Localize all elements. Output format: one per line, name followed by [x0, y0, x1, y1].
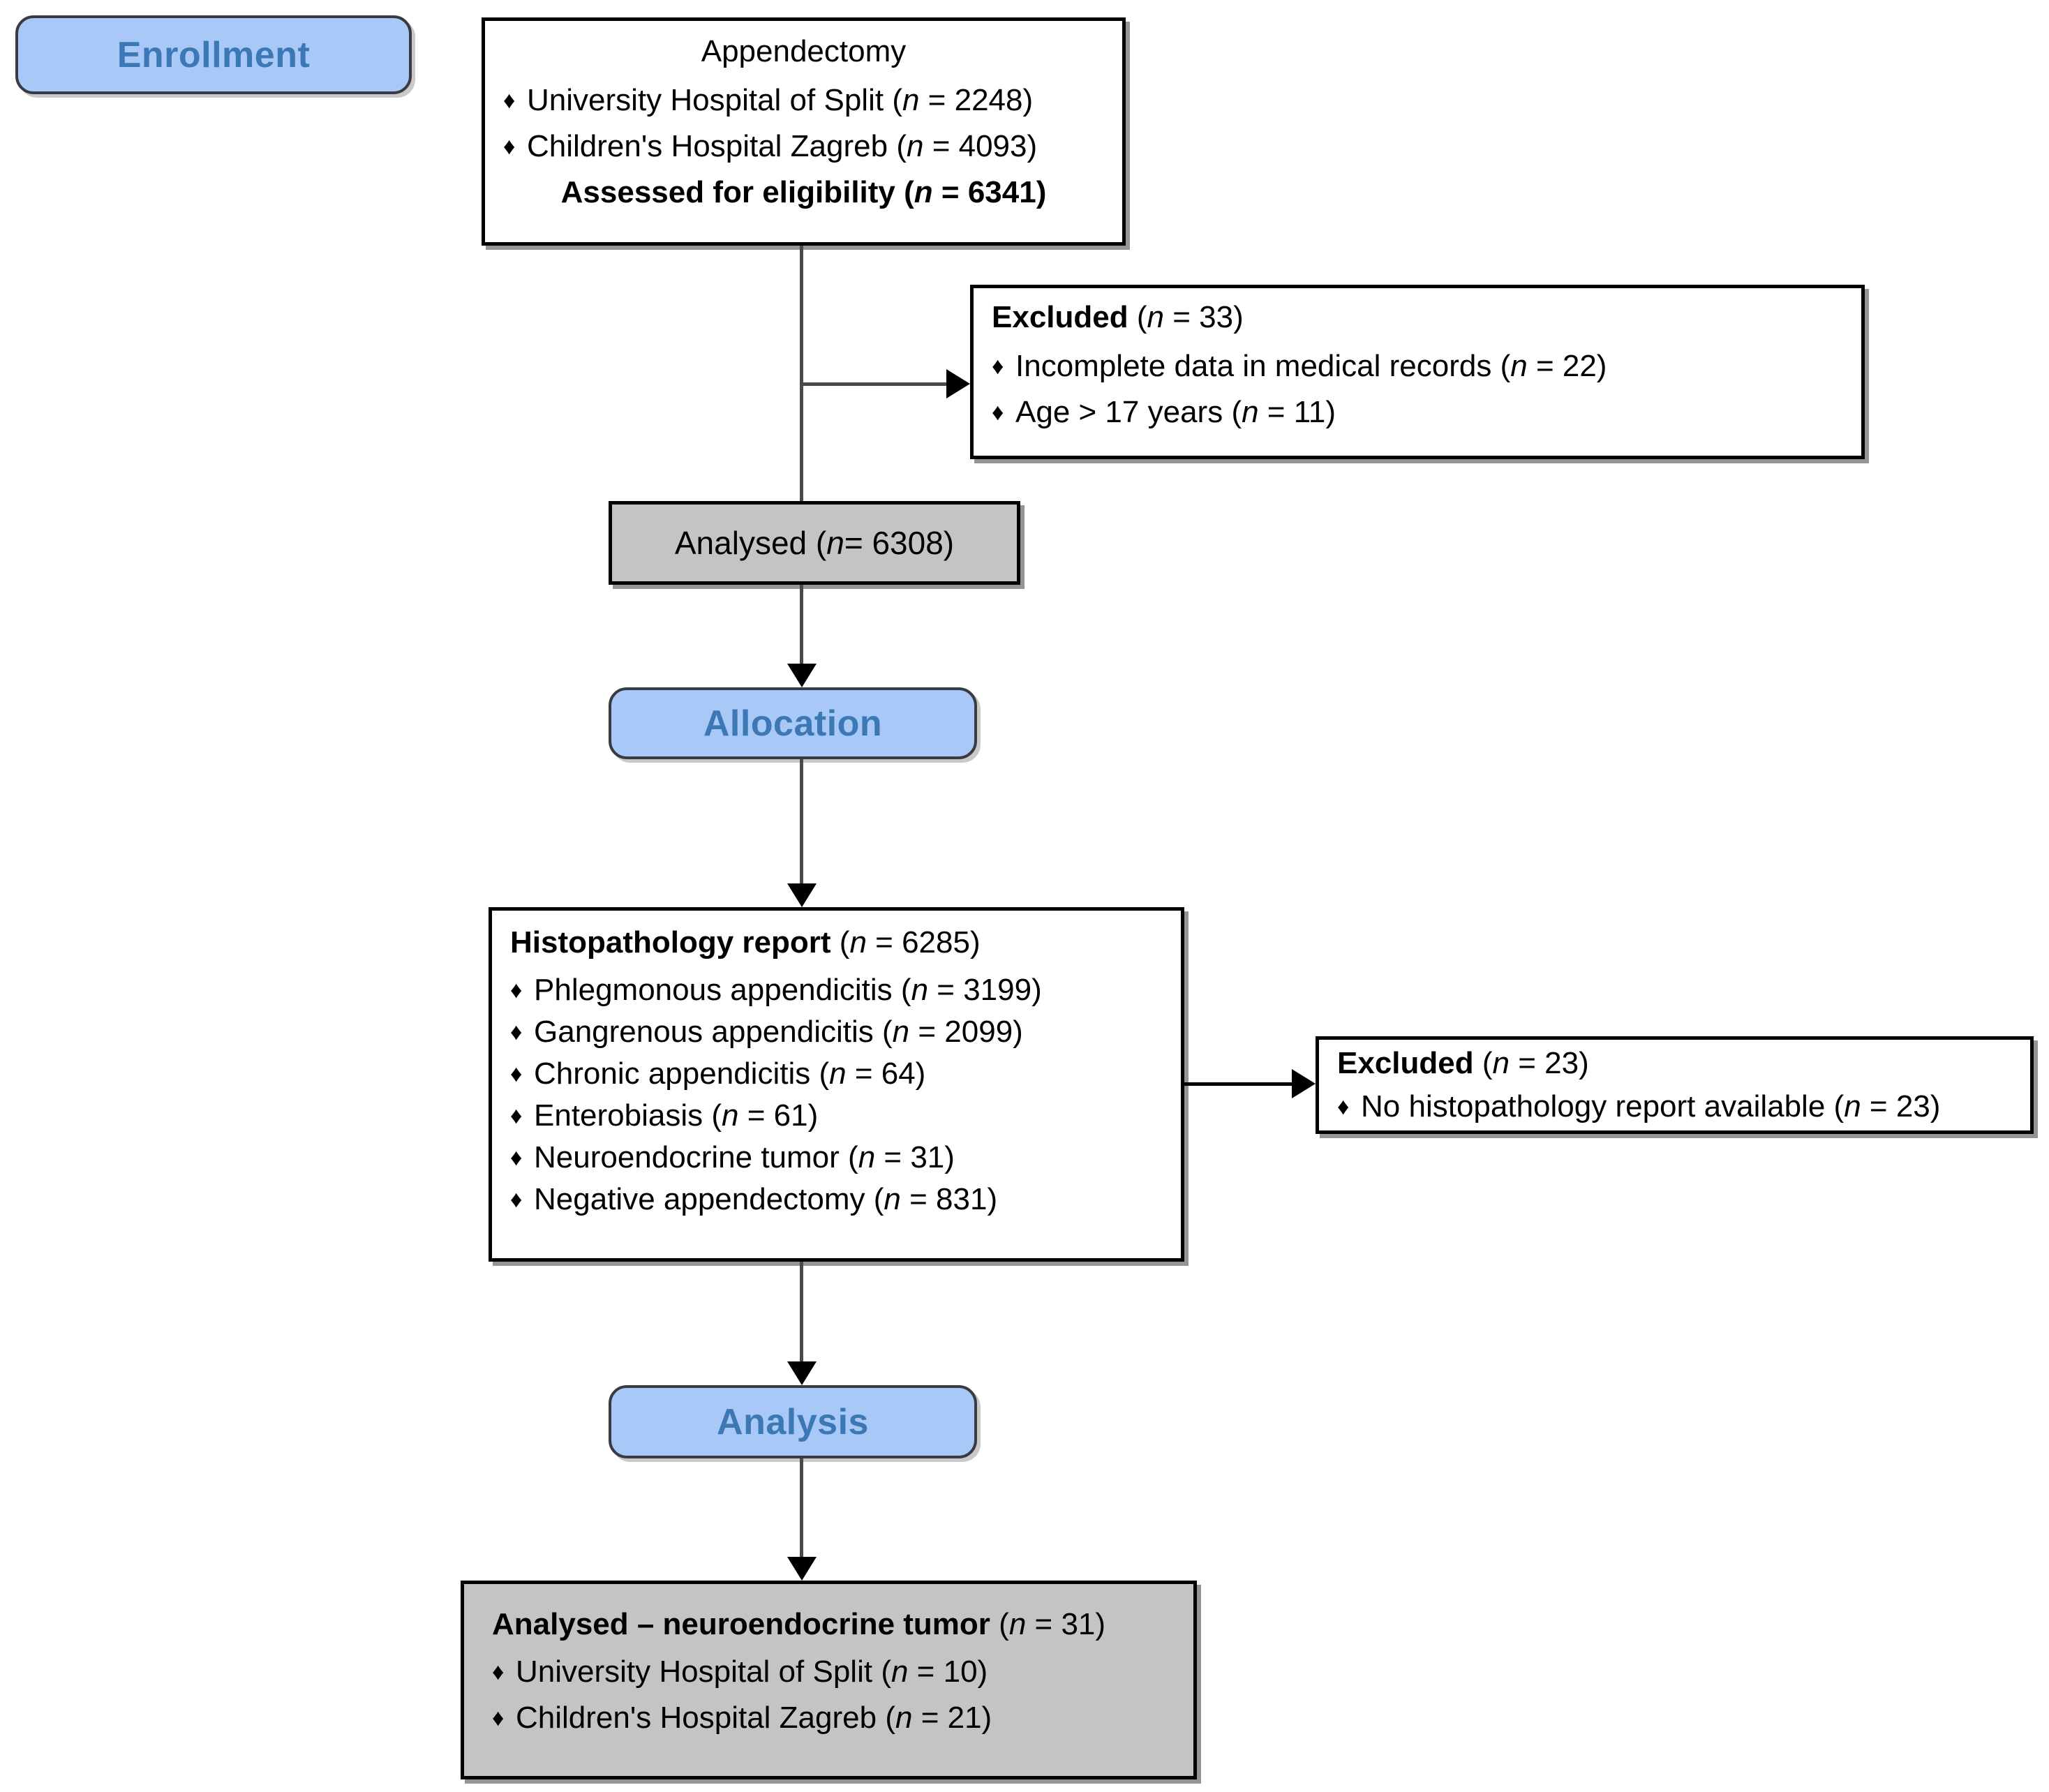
- list-item: ♦ Incomplete data in medical records (n …: [992, 351, 1843, 382]
- bullet-icon: ♦: [492, 1705, 505, 1731]
- connector-histopathology-to-analysis: [800, 1262, 803, 1361]
- list-item-text: Chronic appendicitis (n = 64): [534, 1056, 926, 1091]
- excluded-enrollment-title: Excluded (n = 33): [992, 300, 1244, 334]
- list-item-text: Children's Hospital Zagreb (n = 4093): [527, 129, 1038, 163]
- list-item: ♦ No histopathology report available (n …: [1337, 1091, 2012, 1122]
- list-item-text: Phlegmonous appendicitis (n = 3199): [534, 973, 1042, 1007]
- bullet-icon: ♦: [503, 87, 516, 114]
- list-item: ♦ University Hospital of Split (n = 10): [492, 1657, 1175, 1687]
- arrow-down-icon: [787, 883, 817, 907]
- arrow-right-icon: [1292, 1069, 1316, 1098]
- list-item: ♦ University Hospital of Split (n = 2248…: [503, 85, 1104, 116]
- list-item-text: No histopathology report available (n = …: [1361, 1089, 1941, 1123]
- bullet-icon: ♦: [510, 1186, 523, 1213]
- list-item-text: Enterobiasis (n = 61): [534, 1098, 819, 1133]
- enrollment-box-title: Appendectomy: [701, 34, 907, 68]
- bullet-icon: ♦: [1337, 1093, 1350, 1120]
- list-item-text: Neuroendocrine tumor (n = 31): [534, 1140, 955, 1174]
- list-item: ♦ Children's Hospital Zagreb (n = 21): [492, 1703, 1175, 1733]
- list-item-text: University Hospital of Split (n = 10): [516, 1655, 988, 1689]
- excluded-histopathology-title: Excluded (n = 23): [1337, 1046, 1589, 1080]
- bullet-icon: ♦: [510, 1144, 523, 1171]
- histopathology-title: Histopathology report (n = 6285): [510, 925, 981, 960]
- bullet-icon: ♦: [510, 977, 523, 1003]
- bullet-icon: ♦: [510, 1019, 523, 1045]
- bullet-icon: ♦: [503, 133, 516, 160]
- arrow-down-icon: [787, 664, 817, 687]
- final-analysed-box: Analysed – neuroendocrine tumor (n = 31)…: [461, 1581, 1197, 1779]
- connector-enrollment-to-analysed: [800, 246, 803, 501]
- connector-analysed-to-allocation: [800, 585, 803, 664]
- arrow-down-icon: [787, 1557, 817, 1581]
- connector-analysis-to-final: [800, 1458, 803, 1557]
- connector-to-excluded-histopathology: [1184, 1082, 1292, 1086]
- bullet-icon: ♦: [492, 1659, 505, 1685]
- list-item-text: Gangrenous appendicitis (n = 2099): [534, 1015, 1023, 1049]
- enrollment-box-summary: Assessed for eligibility (n = 6341): [560, 175, 1047, 209]
- stage-badge-analysis[interactable]: Analysis: [609, 1385, 977, 1458]
- final-analysed-title: Analysed – neuroendocrine tumor (n = 31): [492, 1607, 1106, 1641]
- arrow-down-icon: [787, 1361, 817, 1385]
- excluded-histopathology-box: Excluded (n = 23) ♦ No histopathology re…: [1316, 1036, 2034, 1134]
- bullet-icon: ♦: [510, 1061, 523, 1087]
- list-item: ♦ Negative appendectomy (n = 831): [510, 1184, 1163, 1215]
- list-item: ♦ Age > 17 years (n = 11): [992, 397, 1843, 428]
- stage-badge-allocation-label: Allocation: [703, 703, 883, 744]
- stage-badge-enrollment-label: Enrollment: [117, 34, 311, 75]
- list-item: ♦ Phlegmonous appendicitis (n = 3199): [510, 975, 1163, 1006]
- bullet-icon: ♦: [992, 353, 1004, 380]
- stage-badge-analysis-label: Analysis: [717, 1401, 869, 1442]
- stage-badge-allocation[interactable]: Allocation: [609, 687, 977, 759]
- connector-allocation-to-histopathology: [800, 759, 803, 883]
- list-item-text: Negative appendectomy (n = 831): [534, 1182, 998, 1216]
- list-item: ♦ Children's Hospital Zagreb (n = 4093): [503, 131, 1104, 162]
- list-item: ♦ Chronic appendicitis (n = 64): [510, 1059, 1163, 1089]
- list-item-text: Children's Hospital Zagreb (n = 21): [516, 1701, 992, 1735]
- analysed-box-text: Analysed (n = 6308): [674, 525, 955, 561]
- histopathology-box: Histopathology report (n = 6285) ♦ Phleg…: [489, 907, 1184, 1262]
- connector-to-excluded-enrollment: [800, 382, 946, 386]
- excluded-enrollment-box: Excluded (n = 33) ♦ Incomplete data in m…: [970, 285, 1865, 459]
- list-item-text: Incomplete data in medical records (n = …: [1015, 349, 1607, 383]
- bullet-icon: ♦: [992, 399, 1004, 426]
- list-item: ♦ Enterobiasis (n = 61): [510, 1100, 1163, 1131]
- stage-badge-enrollment[interactable]: Enrollment: [15, 15, 412, 94]
- arrow-right-icon: [946, 369, 970, 398]
- list-item-text: University Hospital of Split (n = 2248): [527, 83, 1034, 117]
- bullet-icon: ♦: [510, 1103, 523, 1129]
- list-item-text: Age > 17 years (n = 11): [1015, 395, 1336, 429]
- analysed-box: Analysed (n = 6308): [609, 501, 1020, 585]
- list-item: ♦ Gangrenous appendicitis (n = 2099): [510, 1017, 1163, 1047]
- list-item: ♦ Neuroendocrine tumor (n = 31): [510, 1142, 1163, 1173]
- enrollment-box: Appendectomy ♦ University Hospital of Sp…: [482, 17, 1126, 246]
